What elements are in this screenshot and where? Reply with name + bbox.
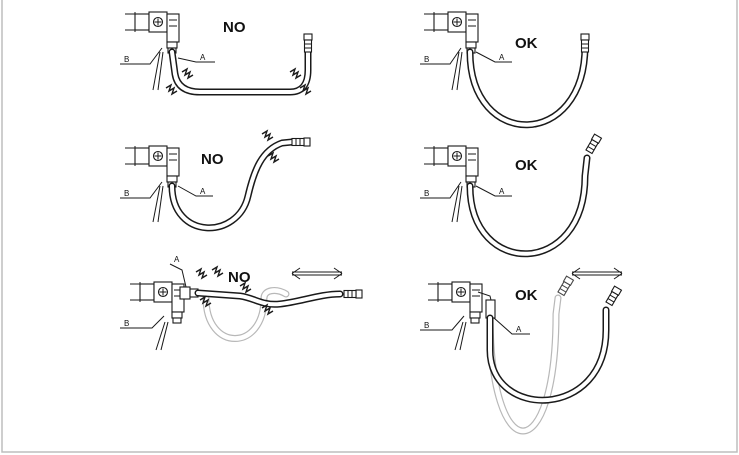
panel-top-right: B A OK: [420, 11, 590, 129]
valve-block-icon: [129, 281, 185, 324]
valve-block-icon: [124, 11, 180, 54]
panel-bottom-right: B A OK: [420, 267, 623, 435]
stress-zigzag-icon: [211, 266, 224, 277]
panel-bottom-left: B A NO: [120, 255, 363, 351]
verdict-stamp: NO: [223, 19, 246, 36]
hose-fitting-icon: [556, 275, 575, 297]
valve-block-icon: [423, 11, 479, 54]
stress-zigzag-icon: [181, 68, 194, 79]
hose-fitting-icon: [343, 289, 363, 299]
label-b: B: [424, 189, 429, 198]
valve-block-icon: [124, 145, 180, 188]
stress-zigzag-icon: [267, 152, 280, 163]
label-a: A: [516, 325, 522, 334]
label-a: A: [174, 255, 180, 264]
label-b: B: [124, 55, 129, 64]
panel-middle-left: B A NO: [120, 130, 311, 232]
double-arrow-icon: [291, 267, 343, 280]
label-b: B: [424, 321, 429, 330]
hose-fitting-icon: [584, 133, 603, 155]
label-a: A: [499, 187, 505, 196]
hose-fitting-icon: [604, 285, 623, 307]
valve-block-icon: [427, 281, 483, 324]
label-a: A: [499, 53, 505, 62]
panel-top-left: B A NO: [120, 11, 313, 96]
verdict-stamp: OK: [515, 287, 538, 304]
stress-zigzag-icon: [195, 268, 208, 279]
double-arrow-icon: [571, 267, 623, 280]
verdict-stamp: OK: [515, 35, 538, 52]
label-a: A: [200, 187, 206, 196]
stress-zigzag-icon: [261, 130, 274, 141]
hose-fitting-icon: [291, 137, 311, 147]
panel-middle-right: B A OK: [420, 133, 603, 258]
stress-zigzag-icon: [289, 68, 302, 79]
hose-fitting-icon: [580, 33, 590, 53]
label-b: B: [424, 55, 429, 64]
stress-zigzag-icon: [165, 84, 178, 95]
label-a: A: [200, 53, 206, 62]
label-b: B: [124, 319, 129, 328]
verdict-stamp: OK: [515, 157, 538, 174]
label-b: B: [124, 189, 129, 198]
verdict-stamp: NO: [228, 269, 251, 286]
hose-fitting-icon: [303, 33, 313, 53]
valve-block-icon: [423, 145, 479, 188]
verdict-stamp: NO: [201, 151, 224, 168]
